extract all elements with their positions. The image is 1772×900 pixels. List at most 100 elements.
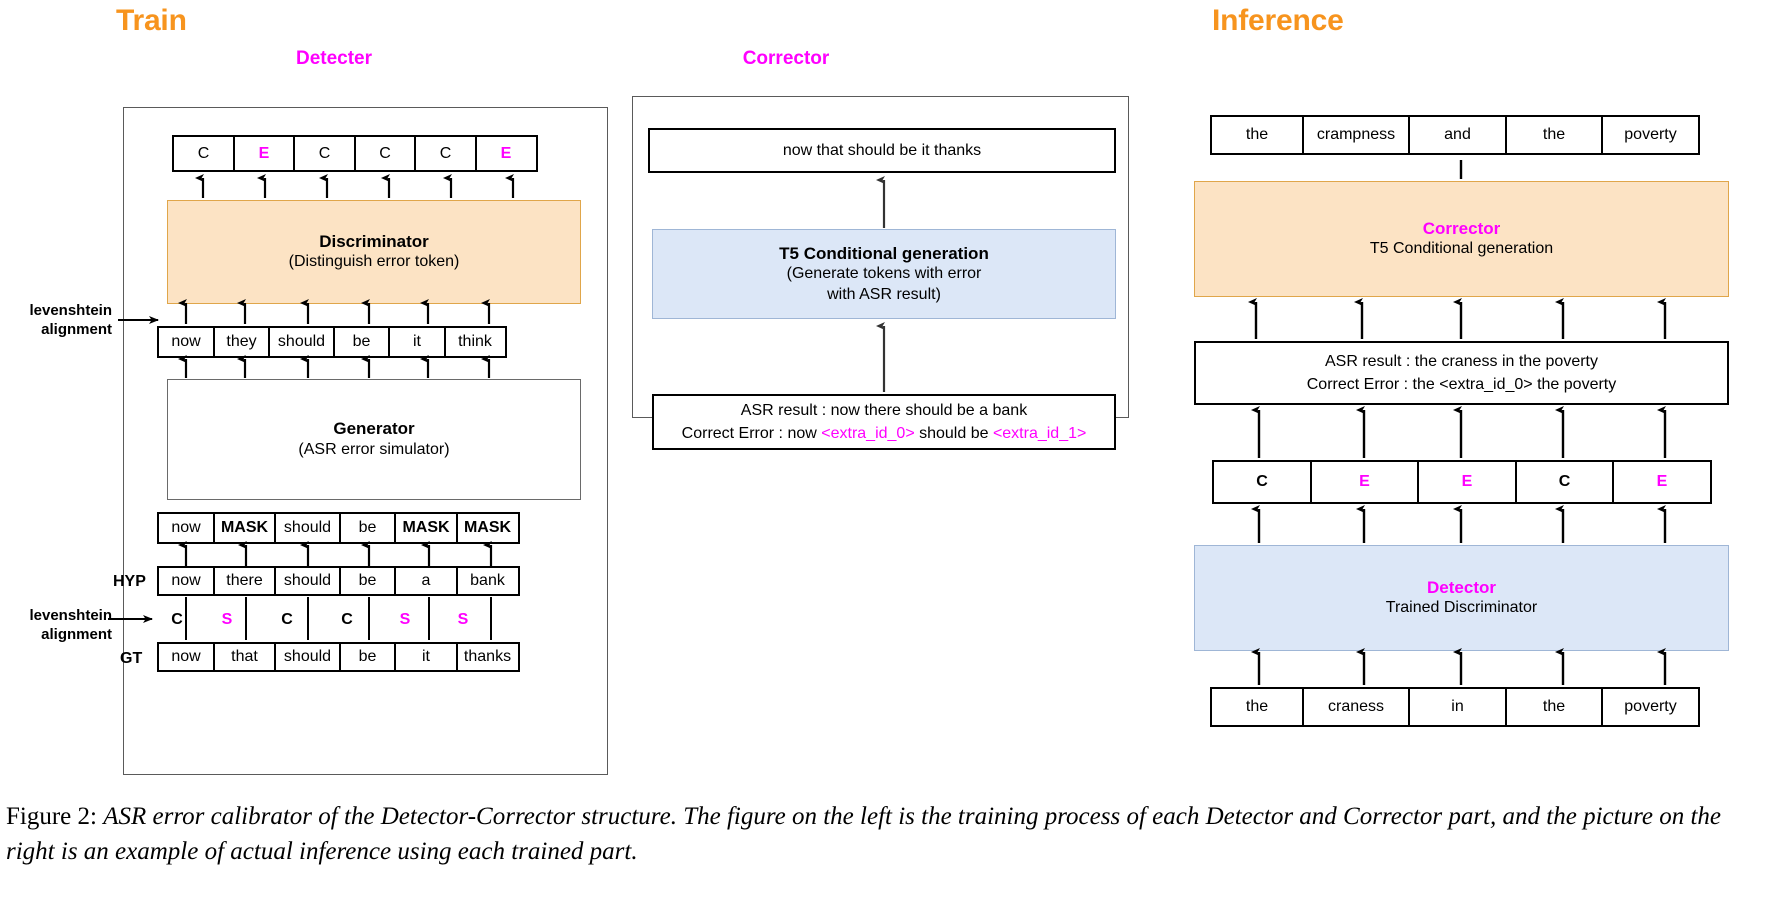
generator-box: Generator (ASR error simulator) (167, 379, 581, 500)
gt-token: it (394, 642, 458, 672)
t5-conditional-generation-box: T5 Conditional generation (Generate toke… (652, 229, 1116, 319)
extra-id-0-token: <extra_id_0> (821, 425, 915, 442)
corrector-input-prefix: Correct Error : now (681, 425, 822, 442)
inference-prompt-box: ASR result : the craness in the poverty … (1194, 341, 1729, 405)
figure-caption-label: Figure 2: (6, 803, 97, 830)
inference-detection-cell: E (1417, 460, 1517, 504)
inference-prompt-line1: ASR result : the craness in the poverty (1324, 352, 1598, 370)
generated-token: they (212, 326, 271, 358)
generated-token: think (443, 326, 507, 358)
detector-output-row: C E C C C E (172, 135, 538, 172)
detector-section-title: Detecter (295, 48, 373, 69)
hyp-token: should (274, 566, 341, 596)
detector-output-cell: C (414, 135, 477, 172)
detector-output-cell: E (232, 135, 296, 172)
mask-token: MASK (212, 512, 277, 544)
corrector-output-box: now that should be it thanks (648, 128, 1116, 173)
arrow-detection-to-prompt (1251, 406, 1667, 458)
inference-detection-cell: C (1212, 460, 1312, 504)
corrector-input-line2: Correct Error : now <extra_id_0> should … (682, 422, 1087, 445)
arrow-prompt-to-corrector (1248, 298, 1667, 339)
corrector-section-title: Corrector (742, 48, 830, 69)
detector-output-cell: C (293, 135, 356, 172)
inference-corrector-subtitle: T5 Conditional generation (1369, 240, 1554, 258)
hyp-token: be (338, 566, 397, 596)
inference-input-token: the (1504, 687, 1604, 727)
train-section-title: Train (116, 4, 187, 37)
alignment-mark: C (281, 611, 293, 628)
gt-token: should (274, 642, 341, 672)
inference-detection-row: C E E C E (1212, 460, 1712, 504)
gt-token: thanks (455, 642, 520, 672)
inference-corrector-title: Corrector (1422, 218, 1501, 238)
levenshtein-alignment-label-bottom: levenshtein alignment (12, 607, 112, 645)
inference-output-token: crampness (1301, 115, 1411, 155)
levenshtein-line2: alignment (41, 625, 112, 643)
hyp-row-label: HYP (113, 573, 146, 590)
inference-detector-title: Detector (1427, 577, 1496, 597)
detector-hyp-row: now there should be a bank (157, 566, 520, 596)
generated-token: it (388, 326, 446, 358)
inference-output-token: the (1210, 115, 1304, 155)
gt-token: be (338, 642, 397, 672)
detector-gt-row: now that should be it thanks (157, 642, 520, 672)
corrector-input-box: ASR result : now there should be a bank … (652, 394, 1116, 450)
gt-row-label: GT (120, 650, 143, 667)
inference-detection-cell: E (1612, 460, 1712, 504)
alignment-mark: S (399, 611, 411, 628)
mask-token: now (157, 512, 215, 544)
inference-input-row: the craness in the poverty (1210, 687, 1700, 727)
inference-input-token: poverty (1601, 687, 1700, 727)
inference-detector-subtitle: Trained Discriminator (1385, 599, 1538, 617)
figure-caption: Figure 2: ASR error calibrator of the De… (6, 800, 1766, 869)
inference-output-token: and (1408, 115, 1507, 155)
inference-output-row: the crampness and the poverty (1210, 115, 1700, 155)
mask-token: be (338, 512, 397, 544)
t5-subtitle-line2: with ASR result) (827, 285, 941, 303)
levenshtein-alignment-label-top: levenshtein alignment (12, 302, 112, 340)
mask-token: MASK (455, 512, 520, 544)
gt-token: that (212, 642, 277, 672)
discriminator-title: Discriminator (319, 231, 429, 251)
inference-input-token: in (1408, 687, 1507, 727)
detector-generated-token-row: now they should be it think (157, 326, 507, 358)
alignment-mark: S (221, 611, 233, 628)
t5-title: T5 Conditional generation (779, 243, 989, 263)
levenshtein-line1: levenshtein (29, 607, 112, 624)
inference-corrector-box: Corrector T5 Conditional generation (1194, 181, 1729, 297)
generated-token: now (157, 326, 215, 358)
detector-output-cell: C (172, 135, 235, 172)
detector-output-cell: C (353, 135, 417, 172)
alignment-mark: C (341, 611, 353, 628)
gt-token: now (157, 642, 215, 672)
arrow-detector-to-detection (1251, 505, 1667, 543)
inference-detector-box: Detector Trained Discriminator (1194, 545, 1729, 651)
discriminator-box: Discriminator (Distinguish error token) (167, 200, 581, 304)
inference-section-title: Inference (1212, 4, 1344, 37)
hyp-token: there (212, 566, 277, 596)
alignment-mark: S (457, 611, 469, 628)
levenshtein-line1: levenshtein (29, 302, 112, 319)
inference-detection-cell: C (1514, 460, 1615, 504)
inference-output-token: poverty (1601, 115, 1700, 155)
alignment-mark: C (171, 611, 183, 628)
arrow-input-to-detector (1251, 648, 1667, 685)
discriminator-subtitle: (Distinguish error token) (288, 253, 460, 271)
figure-caption-text: ASR error calibrator of the Detector-Cor… (6, 803, 1722, 865)
inference-input-token: the (1210, 687, 1304, 727)
mask-token: MASK (394, 512, 458, 544)
detector-mask-row: now MASK should be MASK MASK (157, 512, 520, 544)
extra-id-1-token: <extra_id_1> (992, 425, 1087, 442)
inference-prompt-line2: Correct Error : the <extra_id_0> the pov… (1306, 376, 1617, 393)
generator-title: Generator (333, 419, 415, 439)
hyp-token: bank (455, 566, 520, 596)
mask-token: should (274, 512, 341, 544)
corrector-input-line1: ASR result : now there should be a bank (740, 401, 1028, 419)
t5-subtitle-line1: (Generate tokens with error (786, 264, 982, 282)
corrector-input-mid: should be (914, 425, 993, 442)
hyp-token: a (394, 566, 458, 596)
inference-output-token: the (1504, 115, 1604, 155)
detector-output-cell: E (474, 135, 538, 172)
generated-token: be (332, 326, 391, 358)
hyp-token: now (157, 566, 215, 596)
